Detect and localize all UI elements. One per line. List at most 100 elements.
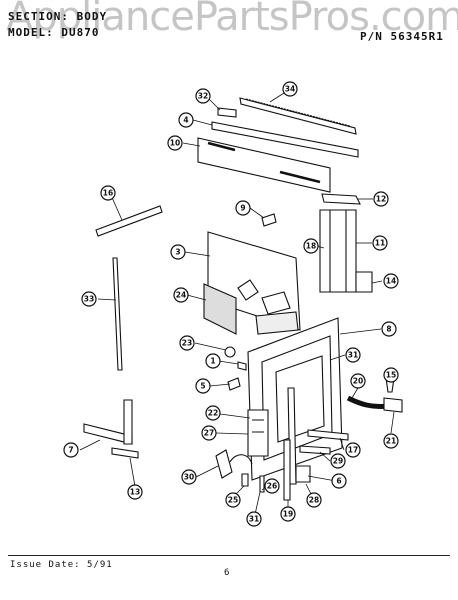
callout-23: 23 [179,335,195,351]
issue-date: Issue Date: 5/91 [10,560,113,570]
callout-label: 18 [306,242,316,251]
callout-27: 27 [201,425,217,441]
model-header: MODEL: DU870 [8,26,100,39]
callout-circle [225,492,241,508]
callout-circle [195,88,211,104]
callout-label: 13 [130,488,140,497]
callout-label: 25 [228,496,238,505]
callout-label: 7 [68,446,73,455]
part-34-strip [239,97,357,135]
callout-circle [100,185,116,201]
callout-5: 5 [195,378,211,394]
callout-25: 25 [225,492,241,508]
callout-21: 21 [383,433,399,449]
callout-30: 30 [181,469,197,485]
callout-7: 7 [63,442,79,458]
callout-label: 20 [353,377,363,386]
callout-circle [63,442,79,458]
callout-circle [235,200,251,216]
callout-circle [373,191,389,207]
callout-circle [381,321,397,337]
callout-circle [205,353,221,369]
callout-17: 17 [345,442,361,458]
section-label: SECTION: [8,10,69,23]
callout-6: 6 [331,473,347,489]
callout-circle [345,347,361,363]
callout-circle [383,367,399,383]
section-value: BODY [76,10,108,23]
part-33-gasket [112,257,123,371]
callout-31: 31 [246,511,262,527]
callout-circle [383,433,399,449]
page-number: 6 [224,568,231,578]
callout-32: 32 [195,88,211,104]
callout-1: 1 [205,353,221,369]
callout-label: 28 [309,496,319,505]
callout-circle [282,81,298,97]
callout-29: 29 [330,453,346,469]
callout-label: 5 [200,382,205,391]
callout-10: 10 [167,135,183,151]
callout-circle [181,469,197,485]
callout-4: 4 [178,112,194,128]
callout-9: 9 [235,200,251,216]
callout-circle [127,484,143,500]
callout-label: 12 [376,195,386,204]
section-header: SECTION: BODY [8,10,107,23]
callout-label: 32 [198,92,208,101]
callout-label: 3 [175,248,180,257]
callout-label: 10 [170,139,180,148]
callout-13: 13 [127,484,143,500]
part-4-bar [211,121,359,158]
diagram-linework [83,97,403,501]
callout-label: 1 [210,357,215,366]
callout-33: 33 [81,291,97,307]
callout-34: 34 [282,81,298,97]
callout-label: 21 [386,437,396,446]
part-11-bracket [319,209,357,293]
callout-label: 24 [176,291,186,300]
callout-label: 17 [348,446,358,455]
callout-24: 24 [173,287,189,303]
callout-circle [205,405,221,421]
callout-label: 4 [183,116,188,125]
callout-8: 8 [381,321,397,337]
part-10-frame [197,137,331,193]
callout-circle [167,135,183,151]
part-22-latch [247,409,269,457]
callout-label: 33 [84,295,94,304]
callout-label: 11 [375,239,385,248]
callout-circle [280,506,296,522]
part-7-hinge [123,399,133,445]
callout-26: 26 [264,478,280,494]
callout-label: 29 [333,457,343,466]
part-16-strip [95,205,163,237]
part-24-insulation [203,283,237,335]
callout-28: 28 [306,492,322,508]
callout-label: 15 [386,371,396,380]
callout-circle [306,492,322,508]
callout-circle [81,291,97,307]
callout-15: 15 [383,367,399,383]
callout-11: 11 [372,235,388,251]
callout-circle [179,335,195,351]
callout-label: 34 [285,85,295,94]
callout-circle [264,478,280,494]
callout-31: 31 [345,347,361,363]
part-number: P/N 56345R1 [360,30,444,43]
callout-label: 6 [336,477,341,486]
callout-label: 9 [240,204,245,213]
callout-label: 31 [348,351,358,360]
callout-label: 26 [267,482,277,491]
callout-label: 19 [283,510,293,519]
callout-label: 27 [204,429,214,438]
callout-16: 16 [100,185,116,201]
callout-22: 22 [205,405,221,421]
callout-label: 16 [103,189,113,198]
callout-circle [345,442,361,458]
callout-circle [303,238,319,254]
callout-18: 18 [303,238,319,254]
callout-circle [383,273,399,289]
